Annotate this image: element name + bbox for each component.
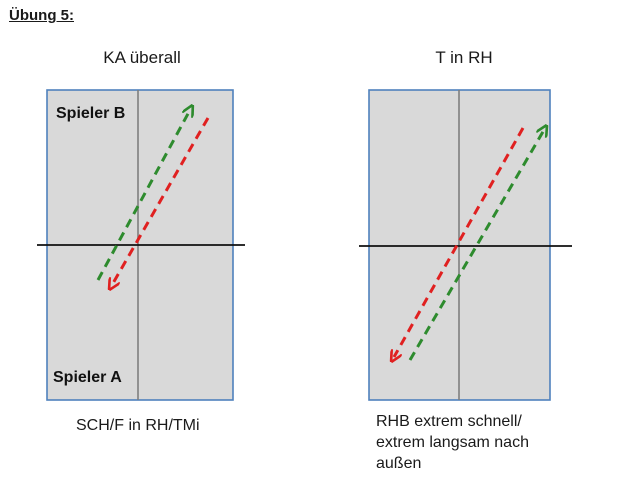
diagram-left-caption: SCH/F in RH/TMi (76, 417, 200, 434)
court-left-red-arrow (112, 117, 210, 285)
player-b-label: Spieler B (56, 105, 125, 122)
caption-line: RHB extrem schnell/ (376, 413, 522, 430)
exercise-heading: Übung 5: (9, 7, 74, 24)
player-a-label: Spieler A (53, 369, 122, 386)
diagram-right-caption: RHB extrem schnell/ extrem langsam nach … (376, 411, 616, 474)
diagram-right-title: T in RH (435, 48, 493, 67)
diagram-left-title: KA überall (103, 48, 181, 67)
court-right (359, 89, 572, 401)
court-left: Spieler B Spieler A (37, 89, 245, 401)
caption-line: extrem langsam nach (376, 434, 529, 451)
caption-line: außen (376, 455, 422, 472)
court-left-green-arrow (96, 110, 190, 281)
